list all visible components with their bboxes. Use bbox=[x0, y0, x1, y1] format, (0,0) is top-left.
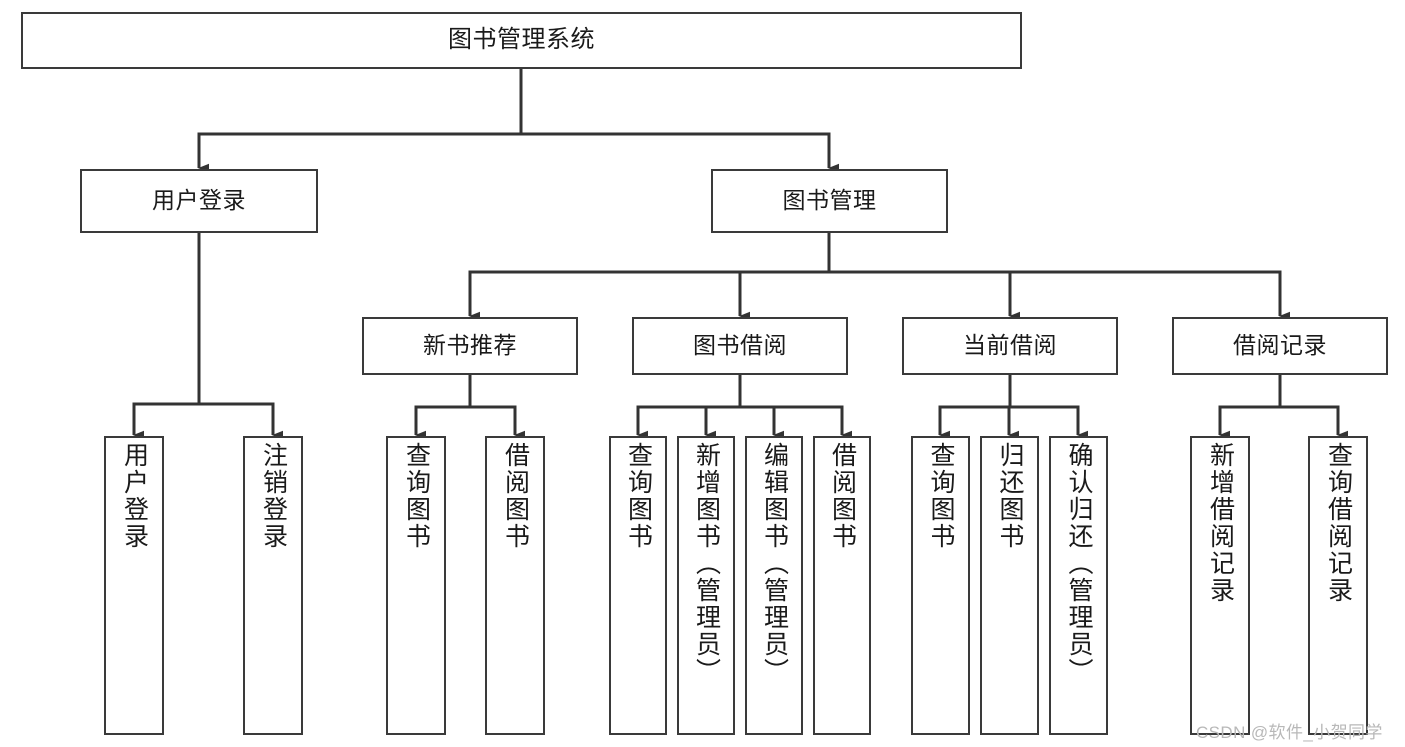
leaf-node-11[interactable]: 新增借阅记录 bbox=[1190, 436, 1250, 735]
leaf-node-1[interactable]: 注销登录 bbox=[243, 436, 303, 735]
connector-13 bbox=[740, 405, 852, 440]
node-label: 当前借阅 bbox=[963, 332, 1057, 359]
connector-3 bbox=[199, 402, 283, 440]
node-label: 用户登录 bbox=[120, 442, 149, 550]
node-label: 归还图书 bbox=[996, 442, 1024, 550]
node-label: 图书借阅 bbox=[693, 332, 787, 359]
connector-15 bbox=[1007, 405, 1019, 440]
leaf-node-2[interactable]: 查询图书 bbox=[386, 436, 446, 735]
node-label: 借阅图书 bbox=[828, 442, 857, 550]
connector-6 bbox=[829, 270, 1020, 321]
leaf-node-0[interactable]: 用户登录 bbox=[104, 436, 164, 735]
level3-node-2[interactable]: 当前借阅 bbox=[902, 317, 1118, 375]
connector-17 bbox=[1218, 405, 1280, 440]
leaf-node-6[interactable]: 编辑图书（管理员） bbox=[745, 436, 803, 735]
level2-node-0[interactable]: 用户登录 bbox=[80, 169, 318, 233]
node-label: 确认归还（管理员） bbox=[1065, 442, 1093, 685]
leaf-node-9[interactable]: 归还图书 bbox=[980, 436, 1039, 735]
connector-7 bbox=[829, 270, 1290, 321]
leaf-node-5[interactable]: 新增图书（管理员） bbox=[677, 436, 735, 735]
connector-8 bbox=[414, 405, 470, 440]
node-label: 新增图书（管理员） bbox=[692, 442, 721, 685]
node-label: 注销登录 bbox=[259, 442, 288, 550]
node-label: 查询图书 bbox=[402, 442, 431, 550]
connector-18 bbox=[1280, 405, 1348, 440]
connector-14 bbox=[938, 405, 1010, 440]
leaf-node-10[interactable]: 确认归还（管理员） bbox=[1049, 436, 1108, 735]
node-label: 新增借阅记录 bbox=[1206, 442, 1235, 604]
node-label: 借阅记录 bbox=[1233, 332, 1327, 359]
connector-0 bbox=[197, 132, 521, 173]
leaf-node-4[interactable]: 查询图书 bbox=[609, 436, 667, 735]
node-label: 借阅图书 bbox=[501, 442, 530, 550]
connector-5 bbox=[738, 270, 829, 321]
node-label: 用户登录 bbox=[152, 187, 246, 214]
node-label: 查询图书 bbox=[927, 442, 955, 550]
node-label: 图书管理系统 bbox=[448, 26, 595, 54]
level2-node-1[interactable]: 图书管理 bbox=[711, 169, 948, 233]
connector-9 bbox=[470, 405, 525, 440]
csdn-watermark: CSDN @软件_小贺同学 bbox=[1196, 723, 1383, 742]
node-label: 图书管理 bbox=[782, 187, 877, 214]
leaf-node-12[interactable]: 查询借阅记录 bbox=[1308, 436, 1368, 735]
level3-node-3[interactable]: 借阅记录 bbox=[1172, 317, 1388, 375]
connector-11 bbox=[704, 405, 740, 440]
leaf-node-8[interactable]: 查询图书 bbox=[911, 436, 970, 735]
node-label: 查询图书 bbox=[624, 442, 653, 550]
leaf-node-3[interactable]: 借阅图书 bbox=[485, 436, 545, 735]
node-label: 编辑图书（管理员） bbox=[760, 442, 789, 685]
root-node[interactable]: 图书管理系统 bbox=[21, 12, 1022, 69]
connector-12 bbox=[740, 405, 784, 440]
connector-2 bbox=[132, 402, 199, 440]
leaf-node-7[interactable]: 借阅图书 bbox=[813, 436, 871, 735]
level3-node-0[interactable]: 新书推荐 bbox=[362, 317, 578, 375]
node-label: 查询借阅记录 bbox=[1324, 442, 1353, 604]
connector-4 bbox=[468, 270, 829, 321]
connector-16 bbox=[1010, 405, 1088, 440]
connector-10 bbox=[636, 405, 740, 440]
level3-node-1[interactable]: 图书借阅 bbox=[632, 317, 848, 375]
edge-group bbox=[132, 69, 1348, 440]
node-label: 新书推荐 bbox=[423, 332, 517, 359]
connector-1 bbox=[521, 132, 839, 173]
